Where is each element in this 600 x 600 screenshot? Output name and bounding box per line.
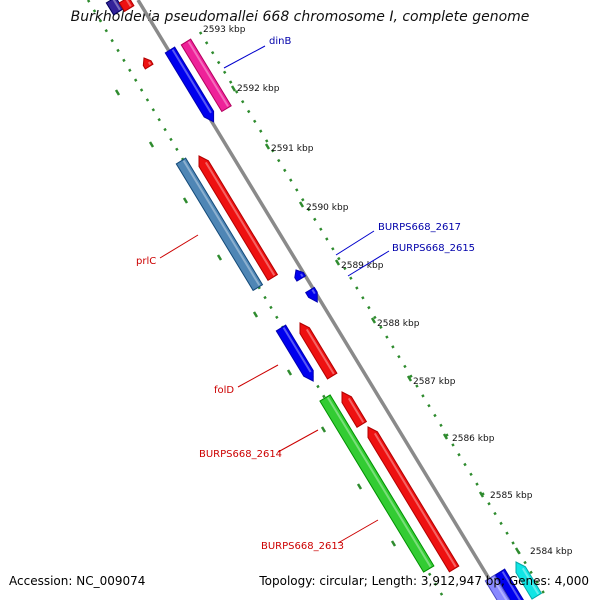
gene-label-dinB: dinB [269, 36, 291, 47]
gene-red-top-highlight [125, 0, 132, 7]
gene-burps2613 [319, 394, 435, 573]
gene-blue-top [164, 46, 215, 123]
gene-dinB [180, 38, 232, 113]
gene-red-2-highlight [204, 161, 276, 276]
accession-text: Accession: NC_009074 [9, 574, 146, 588]
gene-label-prlC: prlC [136, 256, 156, 267]
gene-label-burps2614: BURPS668_2614 [199, 449, 282, 460]
folD-leader [237, 364, 279, 388]
burps2615-leader [347, 250, 390, 277]
gene-folD-red-highlight [305, 328, 335, 375]
gene-burps2617 [294, 269, 307, 282]
gene-lavender [484, 574, 511, 600]
scale-labels: 2593 kbp 2592 kbp 2591 kbp 2590 kbp 2589… [203, 25, 573, 557]
gene-burps2615-highlight [311, 289, 316, 295]
scale-label-2587: 2587 kbp [413, 377, 456, 387]
gene-blue-bottom [494, 568, 524, 600]
gene-blue-top-highlight [171, 49, 212, 114]
left-dotted-rail [86, 0, 447, 600]
scale-label-2590: 2590 kbp [306, 203, 349, 213]
scale-label-2584: 2584 kbp [530, 547, 573, 557]
scale-label-2585: 2585 kbp [490, 491, 533, 501]
gene-blue-bottom-highlight [501, 571, 521, 600]
scale-label-2589: 2589 kbp [341, 261, 384, 271]
gene-small-red [142, 57, 154, 70]
map-title: Burkholderia pseudomallei 668 chromosome… [70, 9, 530, 25]
gene-small-red-highlight [147, 61, 152, 66]
gene-prlC [175, 157, 264, 292]
gene-folD-blue [275, 324, 314, 382]
gene-burps2614 [341, 391, 368, 428]
scale-label-2592: 2592 kbp [237, 84, 280, 94]
gene-lavender-highlight [491, 577, 508, 600]
scale-label-2588: 2588 kbp [377, 319, 420, 329]
prlC-leader [159, 234, 199, 259]
burps2614-leader [277, 429, 319, 453]
gene-dinB-highlight [187, 41, 229, 108]
gene-label-folD: folD [214, 385, 234, 396]
gene-folD-blue-highlight [282, 327, 312, 373]
gene-cyan-highlight [521, 567, 540, 595]
gene-red-top [118, 0, 135, 13]
left-rail-dashes [114, 89, 397, 547]
right-dotted-rail [198, 31, 550, 600]
scale-label-2593: 2593 kbp [203, 25, 246, 35]
scale-label-2591: 2591 kbp [271, 144, 314, 154]
topology-text: Topology: circular; Length: 3,912,947 bp… [259, 574, 589, 588]
gene-prlC-highlight [182, 160, 261, 286]
gene-label-burps2613: BURPS668_2613 [261, 541, 344, 552]
dinB-leader [223, 45, 266, 69]
gene-cyan [515, 561, 543, 600]
gene-label-burps2615: BURPS668_2615 [392, 243, 475, 254]
gene-features [105, 0, 543, 600]
gene-folD-red [299, 322, 338, 380]
gene-red-long [367, 426, 460, 573]
label-leaders [159, 45, 390, 544]
gene-burps2617-highlight [300, 273, 304, 278]
burps2613-leader [337, 519, 379, 544]
scale-label-2586: 2586 kbp [452, 434, 495, 444]
gene-burps2615 [305, 286, 318, 303]
burps2617-leader [335, 230, 375, 256]
gene-burps2614-highlight [347, 397, 365, 423]
gene-navy-top-highlight [112, 0, 121, 11]
gene-red-2 [198, 155, 279, 281]
right-rail-dashes [230, 85, 521, 554]
gene-label-burps2617: BURPS668_2617 [378, 222, 461, 233]
gene-burps2613-highlight [326, 396, 432, 568]
gene-red-long-highlight [373, 432, 457, 568]
